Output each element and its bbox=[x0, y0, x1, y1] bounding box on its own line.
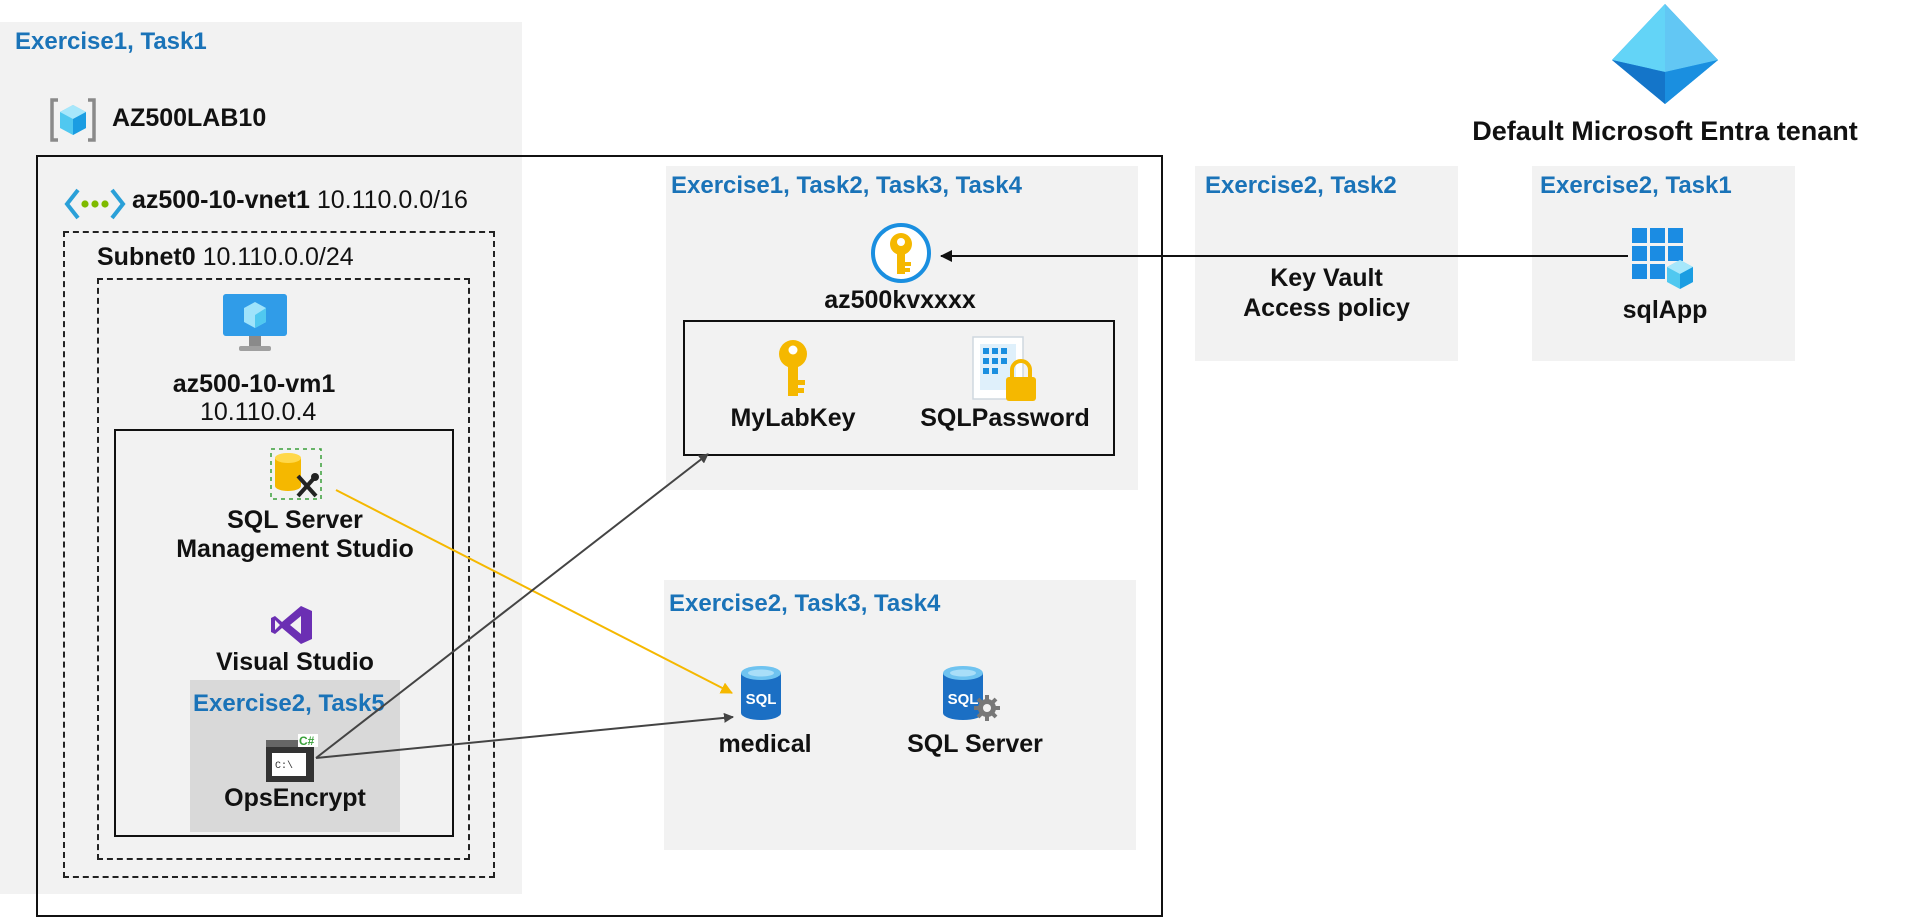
secrets-box bbox=[683, 320, 1115, 456]
opsencrypt-name: OpsEncrypt bbox=[224, 784, 366, 812]
access-policy-panel bbox=[1195, 166, 1458, 361]
vnet-icon bbox=[64, 188, 126, 220]
keyvault-section-label: Exercise1, Task2, Task3, Task4 bbox=[671, 172, 1022, 199]
subnet-name: Subnet0 bbox=[97, 243, 196, 271]
vm-ip: 10.110.0.4 bbox=[200, 398, 317, 426]
vnet-cidr: 10.110.0.0/16 bbox=[316, 186, 468, 214]
svg-text:C#: C# bbox=[299, 734, 315, 748]
sql-server-icon: SQL bbox=[943, 666, 1000, 721]
ssms-line1: SQL Server bbox=[227, 506, 363, 534]
access-policy-section-label: Exercise2, Task2 bbox=[1205, 172, 1397, 199]
secret-sqlpassword-name: SQLPassword bbox=[920, 404, 1090, 432]
resource-group-icon bbox=[50, 98, 96, 142]
console-app-icon: C:\ C# bbox=[266, 734, 318, 782]
app-section-label: Exercise2, Task1 bbox=[1540, 172, 1732, 199]
sql-database-icon: SQL bbox=[741, 666, 781, 720]
virtual-machine-icon bbox=[223, 294, 287, 351]
resource-group-name: AZ500LAB10 bbox=[112, 104, 267, 132]
sql-server-name: SQL Server bbox=[907, 730, 1043, 758]
subnet-cidr: 10.110.0.0/24 bbox=[202, 243, 354, 271]
secret-mylabkey-name: MyLabKey bbox=[730, 404, 856, 432]
rg-section-label: Exercise1, Task1 bbox=[15, 28, 207, 55]
svg-text:SQL: SQL bbox=[948, 691, 979, 708]
access-policy-line1: Key Vault bbox=[1270, 264, 1383, 292]
ssms-label: SQL Server Management Studio bbox=[160, 506, 430, 564]
vnet-label: az500-10-vnet1 10.110.0.0/16 bbox=[132, 186, 468, 215]
sql-database-name: medical bbox=[718, 730, 812, 758]
vm-name: az500-10-vm1 bbox=[172, 370, 336, 398]
arrow-opsencrypt-to-medical bbox=[315, 712, 734, 759]
vm-boundary bbox=[114, 429, 454, 837]
key-vault-icon bbox=[871, 223, 931, 283]
entra-id-icon bbox=[1612, 4, 1718, 104]
vnet-name: az500-10-vnet1 bbox=[132, 186, 310, 214]
visual-studio-icon bbox=[271, 606, 312, 644]
subnet-boundary bbox=[97, 278, 470, 860]
tenant-name: Default Microsoft Entra tenant bbox=[1472, 116, 1858, 146]
arrow-ssms-to-medical bbox=[335, 489, 733, 694]
ssms-line2: Management Studio bbox=[176, 535, 414, 563]
vnet-dashed-boundary bbox=[63, 231, 495, 878]
subnet-label: Subnet0 10.110.0.0/24 bbox=[97, 243, 354, 272]
ssms-icon bbox=[270, 448, 322, 500]
secret-icon bbox=[972, 336, 1036, 401]
sql-section-label: Exercise2, Task3, Task4 bbox=[669, 590, 941, 617]
svg-text:SQL: SQL bbox=[746, 691, 777, 708]
access-policy-line2: Access policy bbox=[1243, 294, 1410, 322]
opsencrypt-section-label: Exercise2, Task5 bbox=[193, 690, 385, 717]
svg-text:C:\: C:\ bbox=[275, 760, 293, 772]
key-icon bbox=[779, 340, 807, 396]
arrow-opsencrypt-to-secrets bbox=[315, 453, 709, 759]
visual-studio-name: Visual Studio bbox=[216, 648, 374, 676]
keyvault-panel bbox=[666, 166, 1138, 490]
app-name: sqlApp bbox=[1622, 296, 1708, 324]
access-policy-label: Key Vault Access policy bbox=[1195, 263, 1458, 323]
app-registration-icon bbox=[1632, 228, 1693, 289]
key-vault-name: az500kvxxxx bbox=[824, 286, 976, 314]
app-panel bbox=[1532, 166, 1795, 361]
